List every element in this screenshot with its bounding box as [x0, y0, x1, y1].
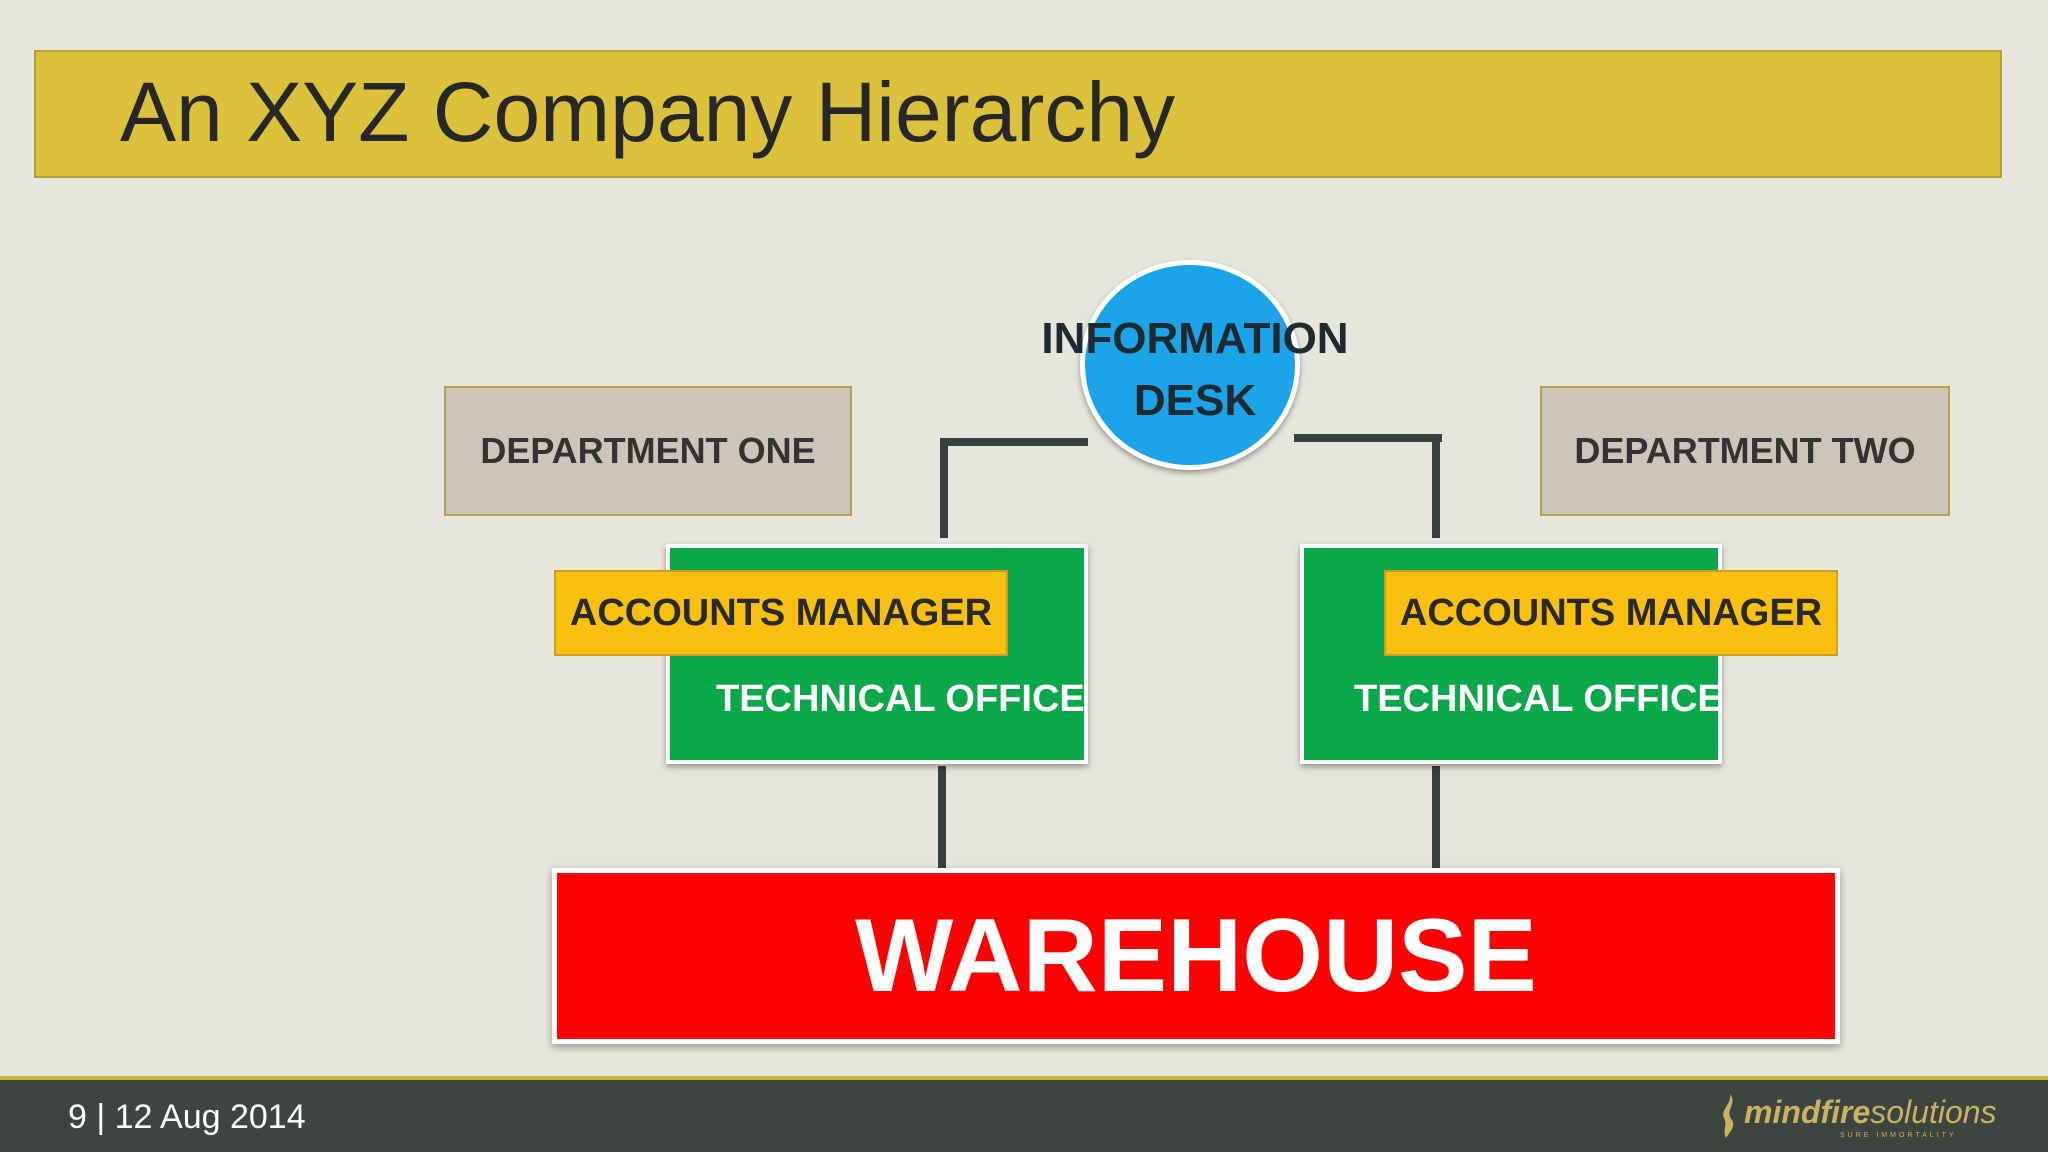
logo-word-solutions: solutions [1870, 1094, 1997, 1130]
department-one-box: DEPARTMENT ONE [444, 386, 852, 516]
title-bar: An XYZ Company Hierarchy [34, 50, 2002, 178]
accounts-manager-right: ACCOUNTS MANAGER [1384, 570, 1838, 656]
connector-right-to-warehouse [1432, 766, 1440, 870]
page-number-date: 9 | 12 Aug 2014 [68, 1098, 306, 1136]
information-desk-circle [1080, 260, 1300, 470]
company-logo: mindfiresolutions SURE IMMORTALITY [1716, 1092, 1997, 1142]
warehouse-box: WAREHOUSE [552, 868, 1840, 1044]
technical-office-left-label: TECHNICAL OFFICE [716, 678, 1085, 720]
department-two-label: DEPARTMENT TWO [1574, 430, 1916, 471]
connector-left-to-warehouse [938, 766, 946, 870]
connector-right-vertical [1432, 434, 1440, 538]
flame-icon [1723, 1094, 1734, 1138]
accounts-manager-left: ACCOUNTS MANAGER [554, 570, 1008, 656]
connector-left-horizontal [940, 438, 1088, 446]
accounts-manager-right-label: ACCOUNTS MANAGER [1399, 591, 1823, 634]
footer-bar: 9 | 12 Aug 2014 mindfiresolutions SURE I… [0, 1076, 2048, 1152]
warehouse-label: WAREHOUSE [855, 897, 1537, 1014]
logo-tagline: SURE IMMORTALITY [1840, 1132, 1957, 1139]
information-desk-line2: DESK [1133, 376, 1257, 425]
slide-title: An XYZ Company Hierarchy [120, 65, 1176, 159]
technical-office-right-label: TECHNICAL OFFICE [1354, 678, 1723, 720]
accounts-manager-left-label: ACCOUNTS MANAGER [569, 591, 993, 634]
department-one-label: DEPARTMENT ONE [480, 430, 816, 471]
logo-word-mindfire: mindfire [1744, 1094, 1871, 1130]
information-desk-label: INFORMATION DESK [1010, 308, 1380, 432]
information-desk-line1: INFORMATION [1041, 314, 1349, 363]
connector-left-vertical [940, 438, 948, 538]
department-two-box: DEPARTMENT TWO [1540, 386, 1950, 516]
connector-right-horizontal [1294, 434, 1442, 442]
logo-wordmark: mindfiresolutions [1744, 1094, 1997, 1131]
